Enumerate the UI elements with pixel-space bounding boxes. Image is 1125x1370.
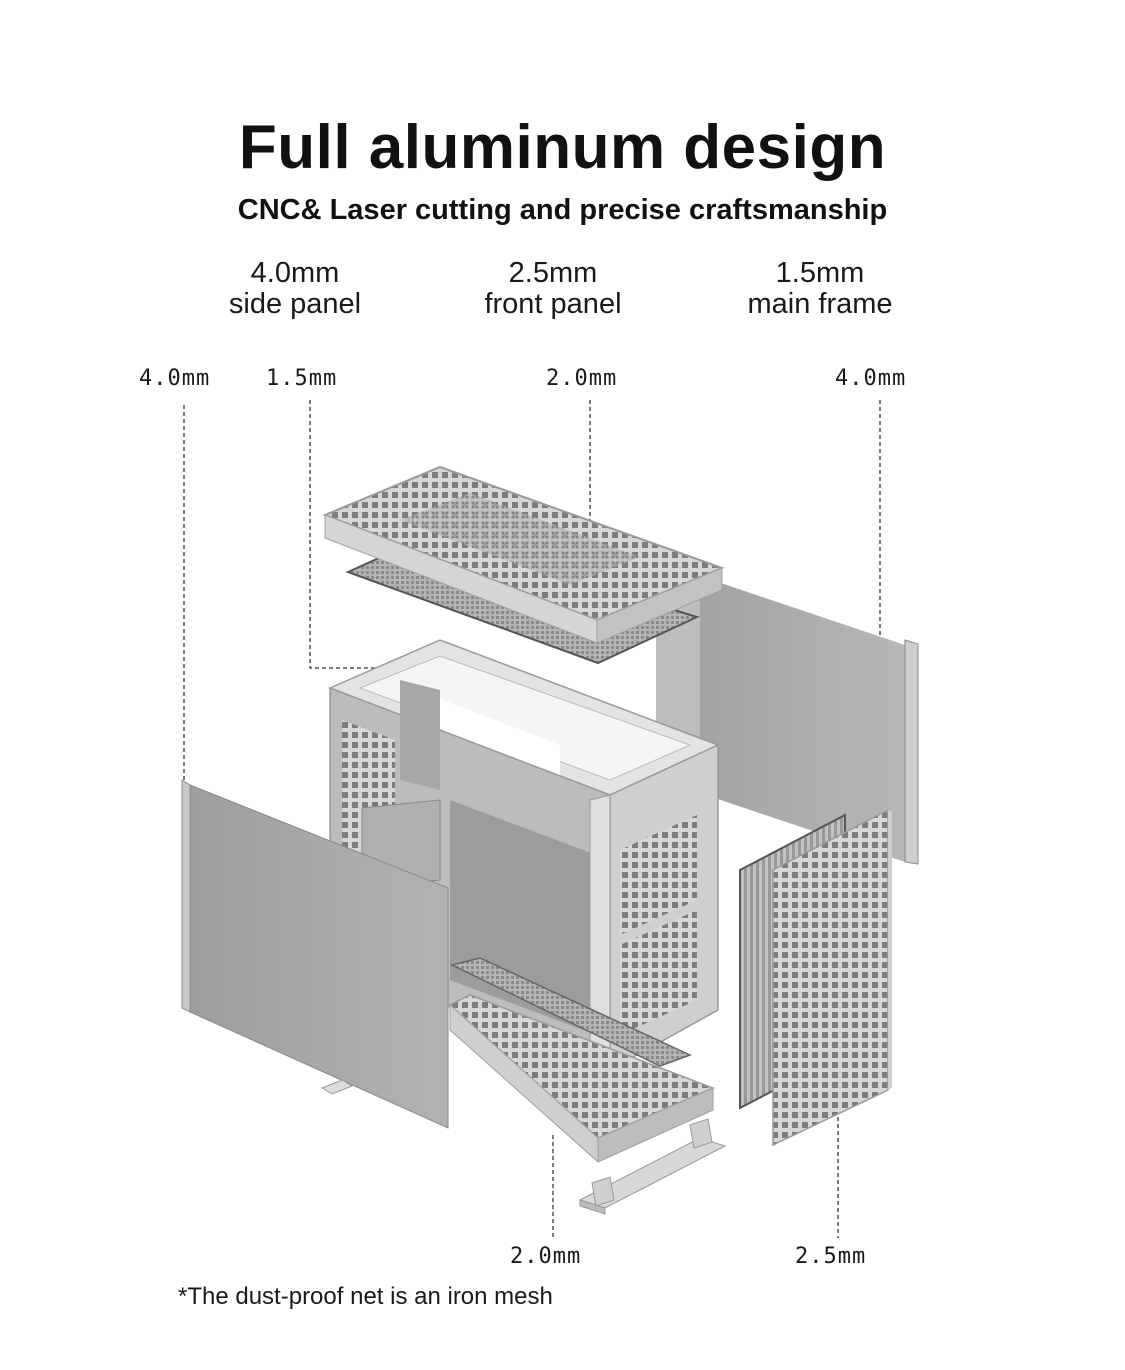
callout-main-frame: 1.5mm (266, 366, 338, 391)
callout-right-side-panel: 4.0mm (835, 366, 907, 391)
callout-top-panel: 2.0mm (546, 366, 618, 391)
spec-part: side panel (228, 288, 362, 320)
top-panel (322, 465, 725, 644)
callout-front-panel: 2.5mm (795, 1244, 867, 1269)
leader-lines (183, 400, 881, 1238)
main-frame (328, 639, 720, 1072)
spec-thickness: 4.0mm (250, 257, 340, 289)
spec-part: main frame (747, 288, 893, 320)
bottom-bracket (578, 1118, 727, 1215)
callout-bottom-panel: 2.0mm (510, 1244, 582, 1269)
spec-front-panel: 2.5mm front panel (433, 258, 673, 320)
leader-main-frame (309, 400, 385, 669)
bottom-dust-filter (449, 957, 692, 1067)
spec-side-panel: 4.0mm side panel (175, 258, 415, 320)
page-title: Full aluminum design (238, 113, 887, 182)
front-panel (739, 808, 892, 1147)
footnote: *The dust-proof net is an iron mesh (178, 1283, 553, 1310)
bottom-panel (448, 994, 715, 1164)
page-subtitle: CNC& Laser cutting and precise craftsman… (237, 194, 888, 226)
spec-thickness: 2.5mm (508, 257, 598, 289)
spec-main-frame: 1.5mm main frame (700, 258, 940, 320)
left-side-panel (181, 779, 449, 1129)
spec-thickness: 1.5mm (775, 257, 865, 289)
callout-left-side-panel: 4.0mm (139, 366, 211, 391)
spec-part: front panel (484, 288, 622, 320)
